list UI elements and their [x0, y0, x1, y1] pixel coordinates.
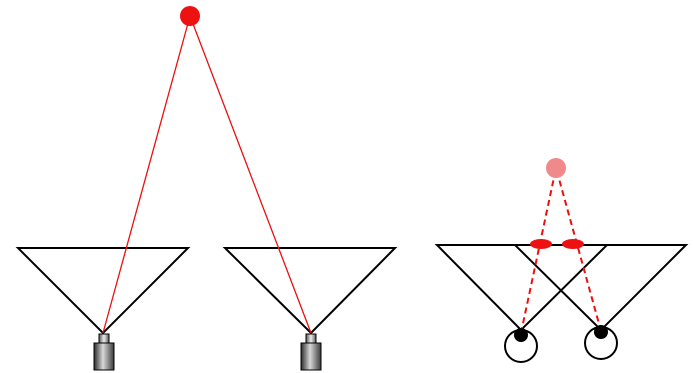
- right-eye-ray: [555, 167, 602, 332]
- eyes-setup-panel: [434, 158, 689, 363]
- eye-icon: [584, 325, 618, 360]
- camera-icon: [300, 333, 322, 371]
- left-camera-field-of-view: [15, 247, 191, 335]
- left-projection-marker: [530, 239, 552, 249]
- eye-icon: [504, 328, 538, 363]
- camera-setup-panel: [15, 6, 398, 371]
- right-camera-ray: [189, 15, 312, 334]
- target-point: [180, 6, 200, 26]
- right-camera-field-of-view: [222, 247, 398, 335]
- camera-icon: [93, 333, 115, 371]
- right-eye-field-of-view: [512, 244, 689, 332]
- right-projection-marker: [562, 239, 584, 249]
- left-eye-ray: [520, 167, 557, 334]
- virtual-target-point: [546, 158, 566, 178]
- left-camera-ray: [102, 15, 191, 334]
